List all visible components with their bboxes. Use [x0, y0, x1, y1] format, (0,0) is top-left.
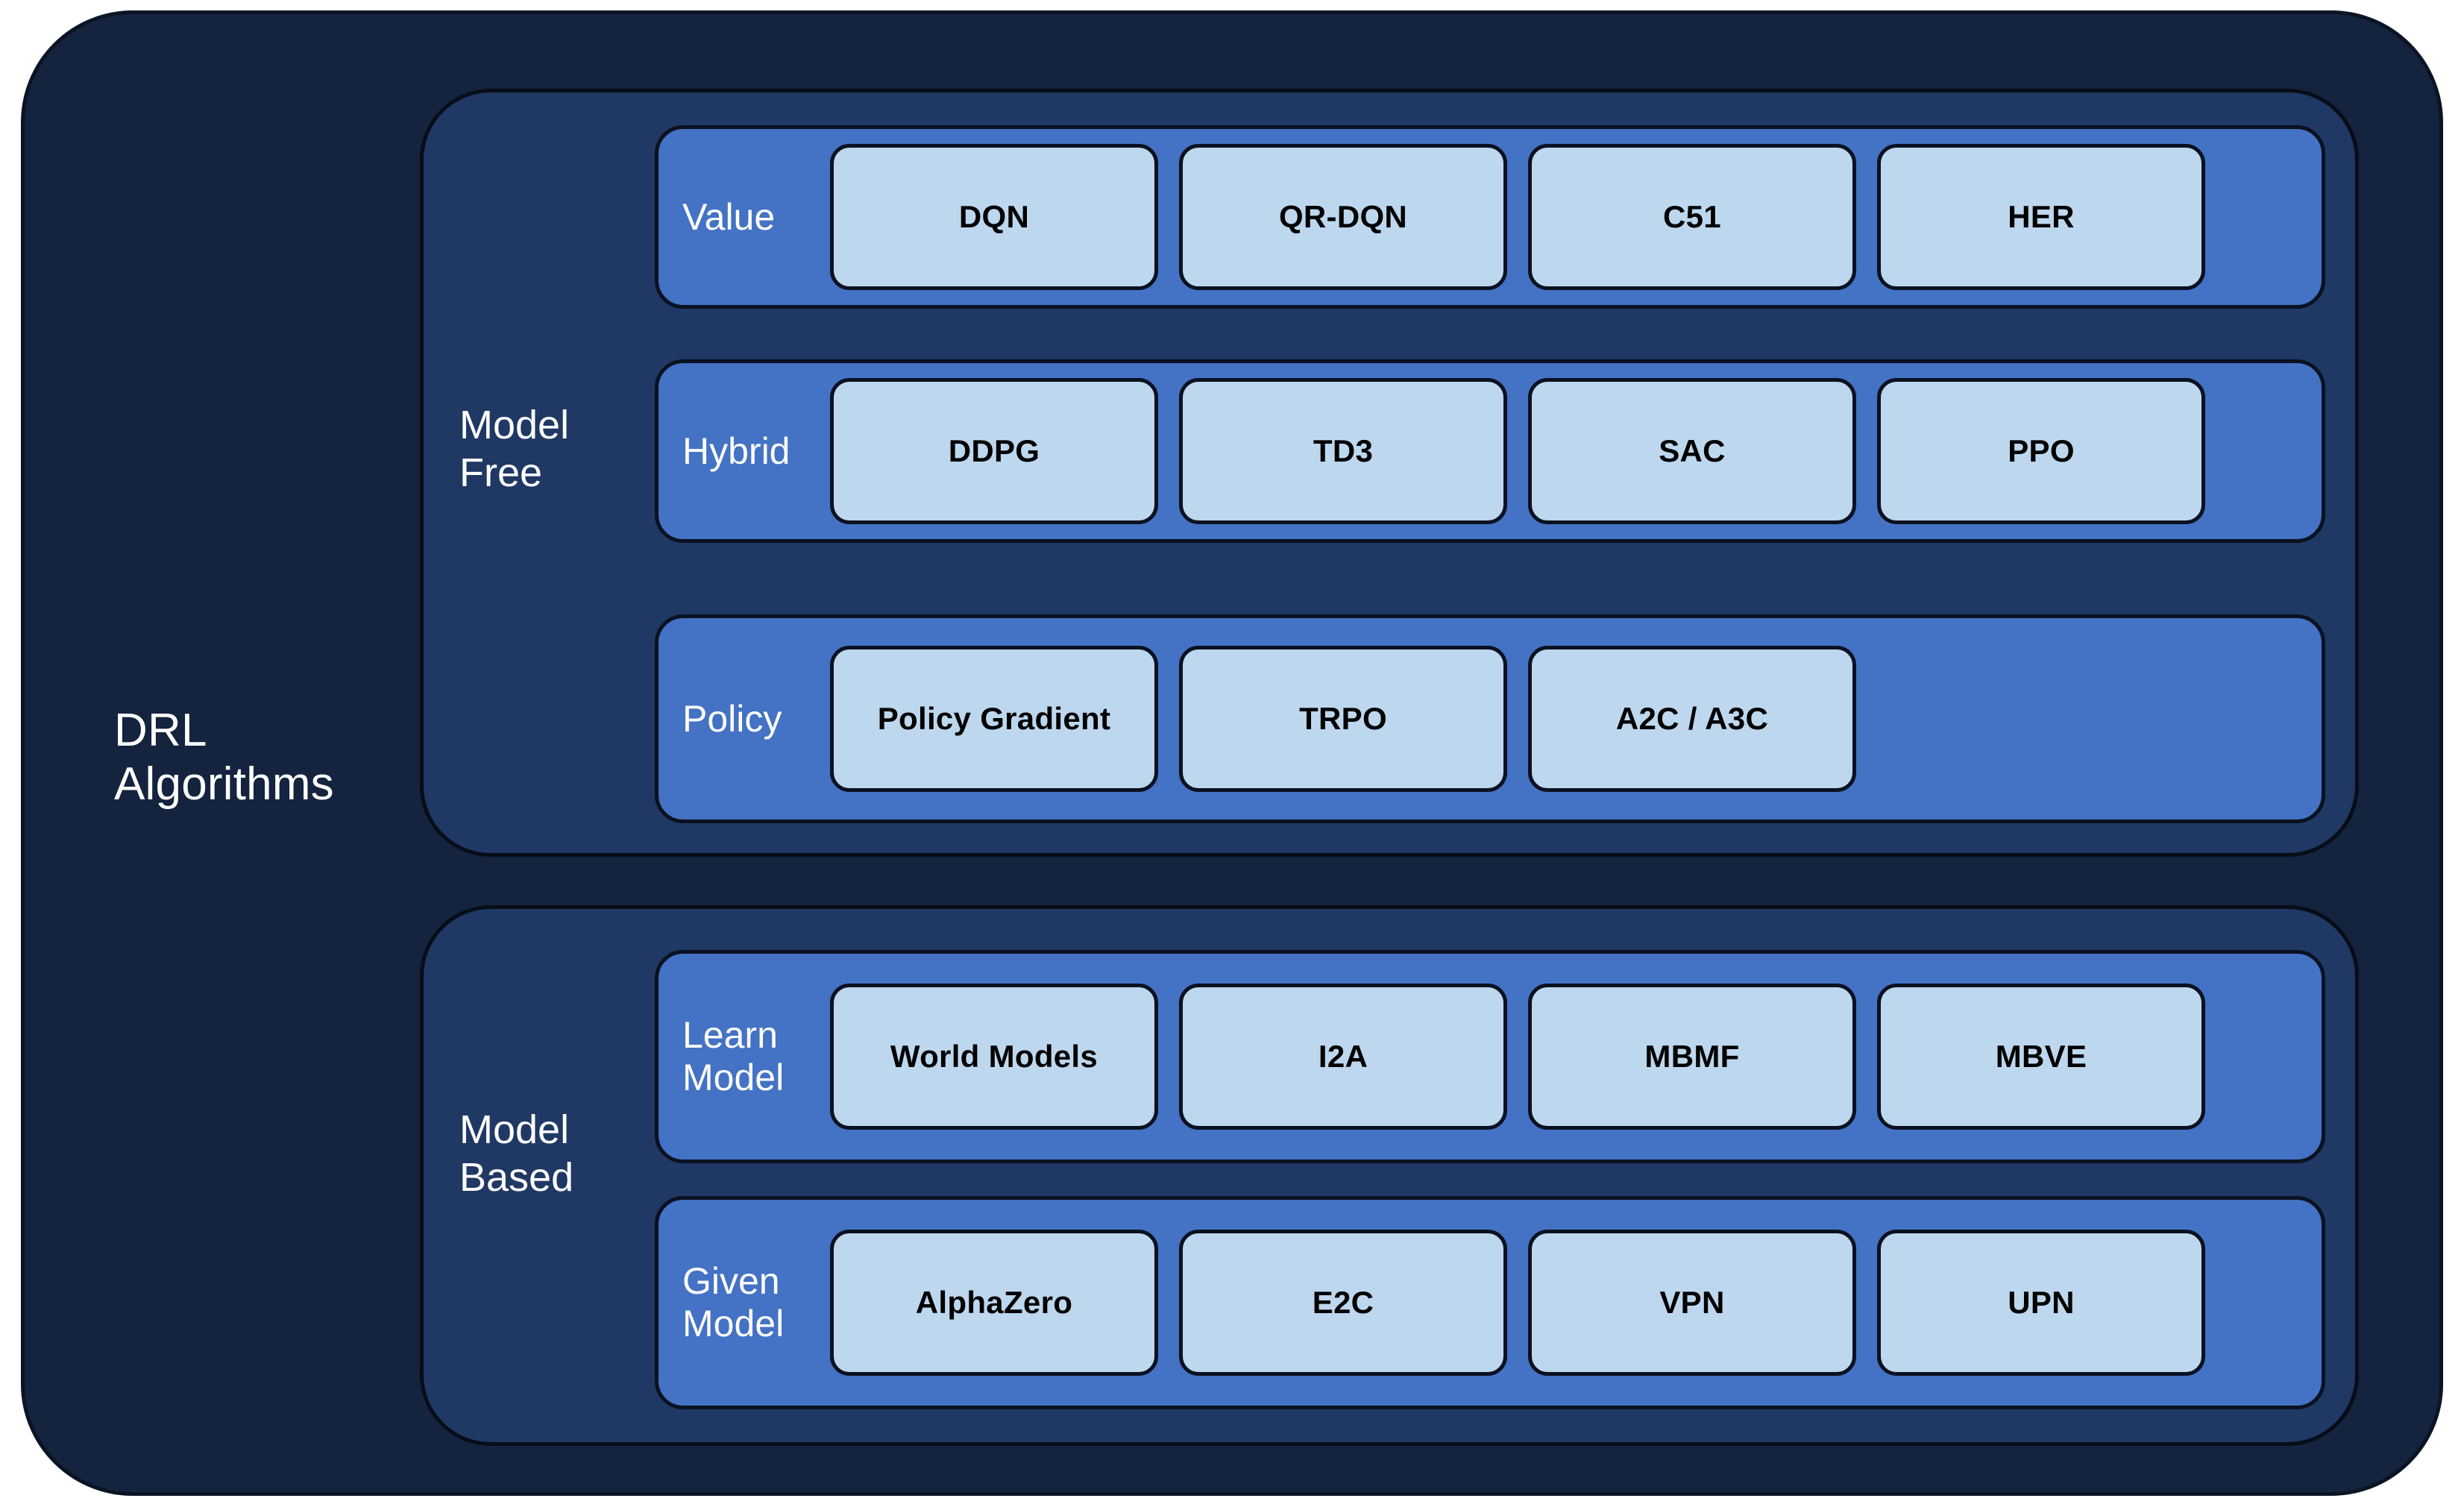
category-row-learn-model: Learn Model World Models I2A MBMF MBVE	[655, 950, 2325, 1163]
algorithm-chip-a2c-a3c[interactable]: A2C / A3C	[1528, 646, 1856, 792]
algorithm-chip-td3[interactable]: TD3	[1179, 378, 1507, 524]
family-model-free: Model Free Value DQN QR-DQN C51 HER Hybr…	[420, 89, 2359, 857]
algorithm-chip-world-models[interactable]: World Models	[830, 984, 1158, 1130]
algorithm-chip-mbmf[interactable]: MBMF	[1528, 984, 1856, 1130]
chip-group-value: DQN QR-DQN C51 HER	[830, 144, 2322, 290]
family-label-model-based: Model Based	[459, 1107, 574, 1200]
category-label-learn-model: Learn Model	[682, 1014, 785, 1098]
drl-root-container: DRL Algorithms Model Free Value DQN QR-D…	[21, 10, 2443, 1496]
category-row-policy: Policy Policy Gradient TRPO A2C / A3C	[655, 614, 2325, 823]
category-label-given-model: Given Model	[682, 1260, 785, 1344]
chip-group-policy: Policy Gradient TRPO A2C / A3C	[830, 646, 2322, 792]
category-row-hybrid: Hybrid DDPG TD3 SAC PPO	[655, 359, 2325, 543]
algorithm-chip-empty-slot	[1877, 646, 2205, 792]
algorithm-chip-mbve[interactable]: MBVE	[1877, 984, 2205, 1130]
category-label-policy: Policy	[682, 698, 782, 740]
category-label-hybrid: Hybrid	[682, 430, 791, 472]
algorithm-chip-policy-gradient[interactable]: Policy Gradient	[830, 646, 1158, 792]
chip-group-learn-model: World Models I2A MBMF MBVE	[830, 984, 2322, 1130]
algorithm-chip-ppo[interactable]: PPO	[1877, 378, 2205, 524]
root-label-drl-algorithms: DRL Algorithms	[114, 705, 334, 810]
algorithm-chip-trpo[interactable]: TRPO	[1179, 646, 1507, 792]
chip-group-given-model: AlphaZero E2C VPN UPN	[830, 1230, 2322, 1376]
algorithm-chip-e2c[interactable]: E2C	[1179, 1230, 1507, 1376]
algorithm-chip-c51[interactable]: C51	[1528, 144, 1856, 290]
algorithm-chip-qr-dqn[interactable]: QR-DQN	[1179, 144, 1507, 290]
category-label-value: Value	[682, 196, 776, 238]
family-model-based: Model Based Learn Model World Models I2A…	[420, 905, 2359, 1446]
algorithm-chip-ddpg[interactable]: DDPG	[830, 378, 1158, 524]
category-row-value: Value DQN QR-DQN C51 HER	[655, 125, 2325, 309]
chip-group-hybrid: DDPG TD3 SAC PPO	[830, 378, 2322, 524]
algorithm-chip-upn[interactable]: UPN	[1877, 1230, 2205, 1376]
algorithm-chip-dqn[interactable]: DQN	[830, 144, 1158, 290]
algorithm-chip-i2a[interactable]: I2A	[1179, 984, 1507, 1130]
algorithm-chip-her[interactable]: HER	[1877, 144, 2205, 290]
category-row-given-model: Given Model AlphaZero E2C VPN UPN	[655, 1196, 2325, 1409]
family-label-model-free: Model Free	[459, 403, 570, 495]
algorithm-chip-alphazero[interactable]: AlphaZero	[830, 1230, 1158, 1376]
algorithm-chip-vpn[interactable]: VPN	[1528, 1230, 1856, 1376]
algorithm-chip-sac[interactable]: SAC	[1528, 378, 1856, 524]
